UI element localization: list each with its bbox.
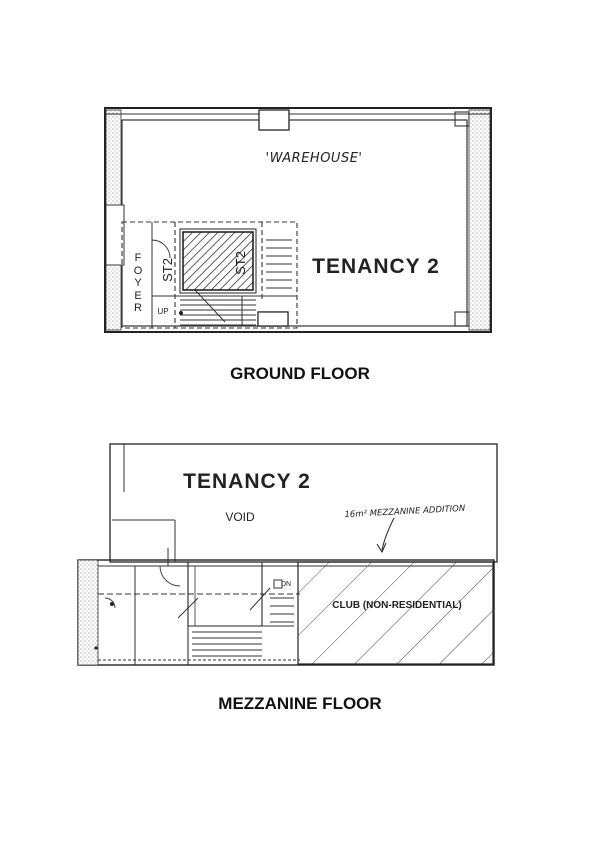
mezzanine-dn-label: DN bbox=[281, 581, 291, 588]
ground-foyer-label: FOYER bbox=[133, 252, 143, 314]
mezzanine-club-label: CLUB (NON-RESIDENTIAL) bbox=[332, 600, 461, 611]
ground-column-right-bottom bbox=[454, 311, 470, 327]
mezzanine-floor-plan bbox=[77, 443, 498, 666]
mezzanine-floor-caption: MEZZANINE FLOOR bbox=[218, 694, 382, 713]
ground-outer-wall bbox=[104, 107, 492, 333]
ground-lift-core bbox=[182, 231, 254, 291]
ground-stair-label-left: ST2 bbox=[160, 258, 175, 282]
ground-floor-caption: GROUND FLOOR bbox=[230, 364, 370, 383]
ground-right-wall-fill bbox=[468, 109, 491, 331]
mezzanine-tenancy-label: TENANCY 2 bbox=[183, 470, 311, 493]
mezzanine-stair-treads bbox=[192, 597, 294, 657]
ground-warehouse-label: 'WAREHOUSE' bbox=[266, 151, 363, 166]
mezzanine-void-label: VOID bbox=[225, 510, 255, 524]
ground-column-top bbox=[258, 109, 290, 131]
ground-tenancy-label: TENANCY 2 bbox=[312, 255, 440, 278]
ground-foyer-outline bbox=[121, 221, 298, 329]
ground-stair-label-right: ST2 bbox=[233, 251, 248, 275]
mezzanine-note-arrow bbox=[381, 517, 395, 551]
ground-stair-treads bbox=[180, 239, 292, 326]
ground-floor-plan bbox=[104, 107, 492, 333]
ground-column-right-top bbox=[454, 111, 470, 127]
mezzanine-club-area bbox=[297, 561, 494, 665]
mezzanine-addition-note: 16m² MEZZANINE ADDITION bbox=[344, 504, 466, 520]
mezzanine-void-area bbox=[109, 443, 498, 563]
ground-up-label: UP bbox=[157, 307, 168, 316]
